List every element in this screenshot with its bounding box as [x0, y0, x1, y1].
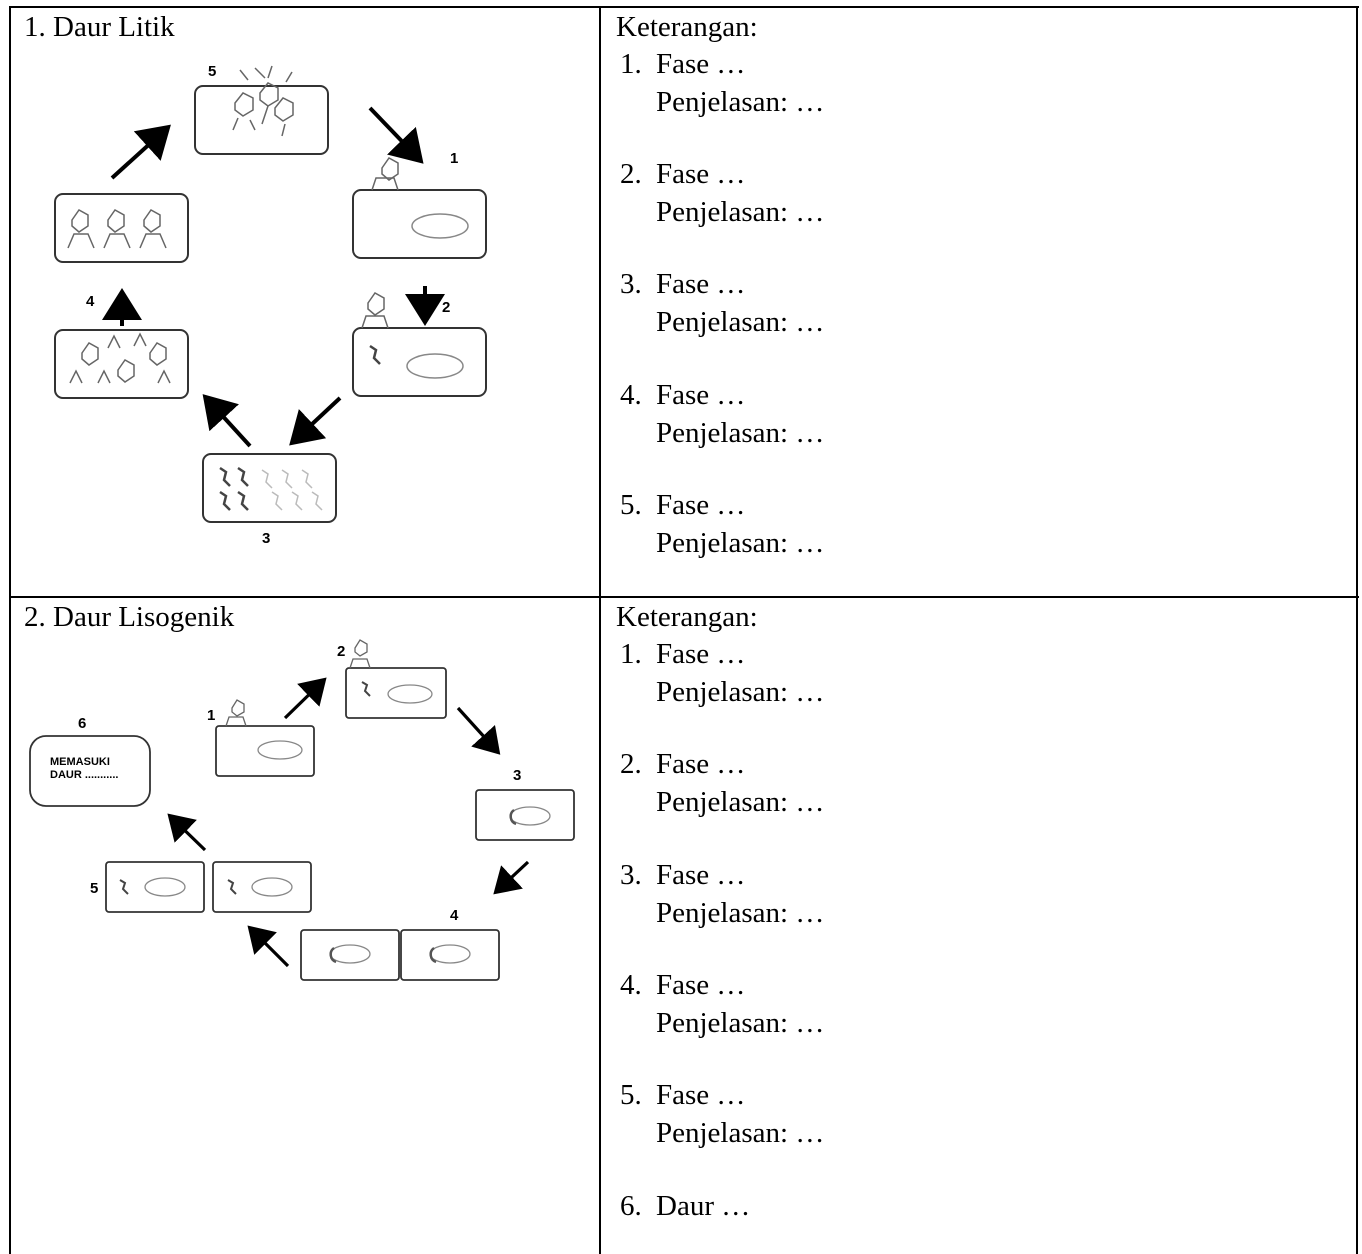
litik-item-number: 3.: [620, 268, 642, 300]
lytic-stage-3-cell: [202, 453, 337, 523]
litik-item-fase: Fase …: [656, 379, 746, 411]
keterangan-label-lisogenik: Keterangan:: [616, 601, 758, 633]
lyso-label-5: 5: [90, 880, 98, 897]
lytic-arrow-up-right: [110, 124, 171, 180]
lisogenik-item-penjelasan: Penjelasan: …: [656, 1007, 825, 1039]
litik-item-penjelasan: Penjelasan: …: [656, 417, 825, 449]
lyso-label-2: 2: [337, 643, 345, 660]
table-row-divider: [9, 596, 1359, 598]
litik-item-number: 1.: [620, 48, 642, 80]
lyso-arrow-2-to-3: [456, 706, 501, 755]
lisogenik-item-number: 3.: [620, 859, 642, 891]
section-title-lisogenik: 2. Daur Lisogenik: [24, 601, 235, 633]
lysogenic-stage-4-cells: [300, 929, 500, 981]
table-left-border: [9, 6, 11, 1254]
box6-text-line1: MEMASUKI: [50, 756, 110, 768]
lisogenik-item-number: 6.: [620, 1190, 642, 1222]
litik-item-number: 4.: [620, 379, 642, 411]
lisogenik-item-fase: Fase …: [656, 969, 746, 1001]
lytic-label-2: 2: [442, 299, 450, 316]
lytic-arrow-down-left: [289, 396, 342, 446]
lisogenik-item-penjelasan: Penjelasan: …: [656, 1117, 825, 1149]
lisogenik-item-fase: Fase …: [656, 638, 746, 670]
table-top-border: [9, 6, 1359, 8]
lyso-arrow-4-to-5: [247, 925, 290, 968]
lyso-arrow-3-to-4: [493, 860, 530, 895]
lytic-stage-5-cell: [194, 65, 329, 155]
lyso-arrow-5-to-6: [167, 813, 207, 852]
lisogenik-item-fase: Fase …: [656, 1079, 746, 1111]
litik-item-penjelasan: Penjelasan: …: [656, 306, 825, 338]
lisogenik-item-number: 4.: [620, 969, 642, 1001]
keterangan-label-litik: Keterangan:: [616, 11, 758, 43]
lytic-stage-4-cell: [54, 329, 189, 399]
lyso-arrow-1-to-2: [283, 677, 327, 720]
lisogenik-item-number: 1.: [620, 638, 642, 670]
litik-item-penjelasan: Penjelasan: …: [656, 86, 825, 118]
lisogenik-item-penjelasan: Penjelasan: …: [656, 786, 825, 818]
lytic-stage-1-cell: [352, 157, 487, 259]
lytic-label-3: 3: [262, 530, 270, 547]
litik-item-number: 5.: [620, 489, 642, 521]
lyso-label-4: 4: [450, 907, 459, 924]
lisogenik-item-fase: Fase …: [656, 748, 746, 780]
lisogenik-item-number: 5.: [620, 1079, 642, 1111]
lytic-stage-2-cell: [352, 292, 487, 397]
lyso-label-3: 3: [513, 767, 521, 784]
table-right-border: [1356, 6, 1358, 1254]
litik-item-penjelasan: Penjelasan: …: [656, 196, 825, 228]
lytic-arrow-up-left: [202, 394, 252, 448]
lysogenic-stage-6-box: MEMASUKI DAUR ...........: [29, 735, 151, 807]
box6-text-line2: DAUR ...........: [50, 769, 118, 781]
litik-item-number: 2.: [620, 158, 642, 190]
lytic-arrow-down-right: [368, 106, 424, 164]
lisogenik-item-fase: Daur …: [656, 1190, 751, 1222]
litik-item-fase: Fase …: [656, 489, 746, 521]
lysogenic-stage-2-cell: [345, 639, 447, 719]
lisogenik-item-fase: Fase …: [656, 859, 746, 891]
lysogenic-cycle-diagram: MEMASUKI DAUR ........... 6 1 2 3 4: [29, 639, 575, 981]
lysogenic-stage-1-cell: [215, 699, 315, 777]
litik-item-fase: Fase …: [656, 268, 746, 300]
lisogenik-item-penjelasan: Penjelasan: …: [656, 897, 825, 929]
litik-item-penjelasan: Penjelasan: …: [656, 527, 825, 559]
section-title-litik: 1. Daur Litik: [24, 11, 175, 43]
litik-item-fase: Fase …: [656, 48, 746, 80]
lisogenik-item-penjelasan: Penjelasan: …: [656, 676, 825, 708]
lytic-cycle-diagram: 5 1 2 4: [54, 63, 487, 547]
table-column-divider: [599, 6, 601, 1254]
lyso-label-6: 6: [78, 715, 86, 732]
lysogenic-stage-5-cells: [105, 861, 312, 913]
lisogenik-item-number: 2.: [620, 748, 642, 780]
lysogenic-stage-3-cell: [475, 789, 575, 841]
lytic-assembly-cell: [54, 193, 189, 263]
litik-item-fase: Fase …: [656, 158, 746, 190]
lyso-label-1: 1: [207, 707, 215, 724]
lytic-label-1: 1: [450, 150, 458, 167]
lytic-label-5: 5: [208, 63, 216, 80]
lytic-label-4: 4: [86, 293, 95, 310]
